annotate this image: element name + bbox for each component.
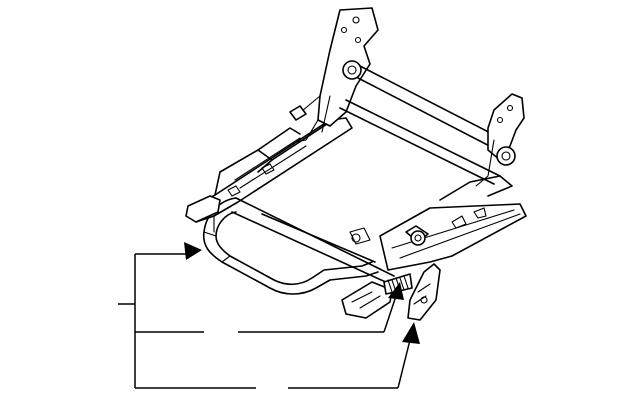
seat-track-assembly	[185, 7, 527, 321]
callout-leaders	[118, 242, 420, 389]
front-left-bumper	[185, 195, 221, 223]
rear-left-bracket	[289, 7, 379, 143]
seat-track-tube	[202, 197, 379, 295]
adjuster-handle	[407, 263, 441, 321]
right-rail	[349, 175, 527, 271]
spring-callout	[135, 282, 404, 333]
handle-callout	[135, 322, 420, 389]
front-right-slider	[341, 281, 393, 319]
rear-right-bracket	[475, 93, 525, 187]
adjuster-spring	[383, 273, 413, 295]
tube-frame-callout	[135, 242, 202, 260]
